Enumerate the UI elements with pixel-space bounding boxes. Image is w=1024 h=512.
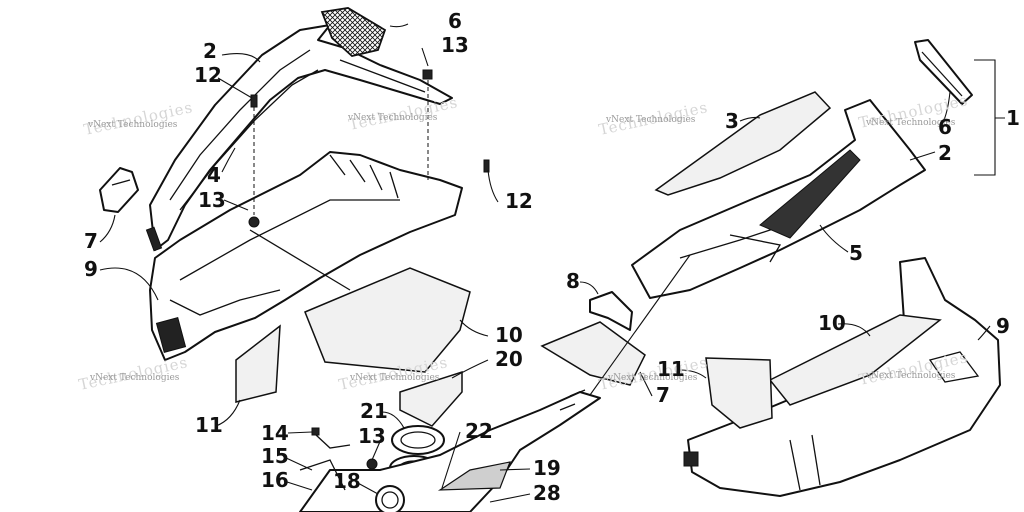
callout-5: 5 [849,241,863,265]
part-9-left-nose-pan [149,151,463,361]
callout-14: 14 [261,421,289,445]
callout-4: 4 [207,163,221,187]
callout-10-left: 10 [495,323,523,347]
callout-16: 16 [261,468,289,492]
part-3-insulation [654,91,832,196]
callout-7-left: 7 [84,229,98,253]
part-2-right-hood [631,99,926,299]
callout-2-left: 2 [203,39,217,63]
part-9-right-nose-pan [683,257,1001,497]
part-7-right-pad [540,321,646,386]
callout-6-right: 6 [938,115,952,139]
callout-1: 1 [1006,106,1020,130]
callout-2-right: 2 [938,141,952,165]
watermark-label: vNext Technologies [607,373,698,383]
watermark-label: vNext Technologies [89,373,180,383]
callout-6-left: 6 [448,9,462,33]
callout-12-left-right: 12 [505,189,533,213]
part-1-bracket [974,59,1005,176]
callout-12-left-top: 12 [194,63,222,87]
part-22-dash-panel [299,389,601,512]
watermark-label: vNext Technologies [349,373,440,383]
callout-13-left-top: 13 [441,33,469,57]
callout-7-right: 7 [656,383,670,407]
callout-10-right: 10 [818,311,846,335]
part-11-right-pad [705,357,773,429]
part-8-bracket [589,291,633,331]
callout-28: 28 [533,481,561,505]
callout-9-right: 9 [996,314,1010,338]
leader-lines [99,23,991,503]
callout-19: 19 [533,456,561,480]
callout-13-bottom: 13 [358,424,386,448]
callout-3: 3 [725,109,739,133]
callout-labels: 2 12 6 13 4 13 12 7 9 10 20 11 21 14 13 … [84,9,1020,505]
watermark-label: vNext Technologies [347,113,438,123]
part-10-left-insulation [304,267,471,373]
callout-20: 20 [495,347,523,371]
callout-22: 22 [465,419,493,443]
watermark-label: vNext Technologies [865,371,956,381]
callout-15: 15 [261,444,289,468]
callout-18: 18 [333,469,361,493]
watermark-label: vNext Technologies [865,118,956,128]
callout-9-left: 9 [84,257,98,281]
part-6-left-vent-grille [320,7,387,57]
callout-13-left-mid: 13 [198,188,226,212]
svg-text:Technologies: Technologies [82,98,195,139]
callout-11-right: 11 [657,357,685,381]
watermark-label: vNext Technologies [605,115,696,125]
part-6-right-vent [914,39,973,105]
part-20-plate [399,370,463,427]
part-2-left-hood-shell [145,24,453,252]
watermark-label: vNext Technologies [87,120,178,130]
callout-8: 8 [566,269,580,293]
callout-21: 21 [360,399,388,423]
part-7-left-bracket [99,167,139,213]
part-hardware-fasteners [248,69,490,491]
callout-11-left: 11 [195,413,223,437]
part-11-left-pad [235,324,281,403]
